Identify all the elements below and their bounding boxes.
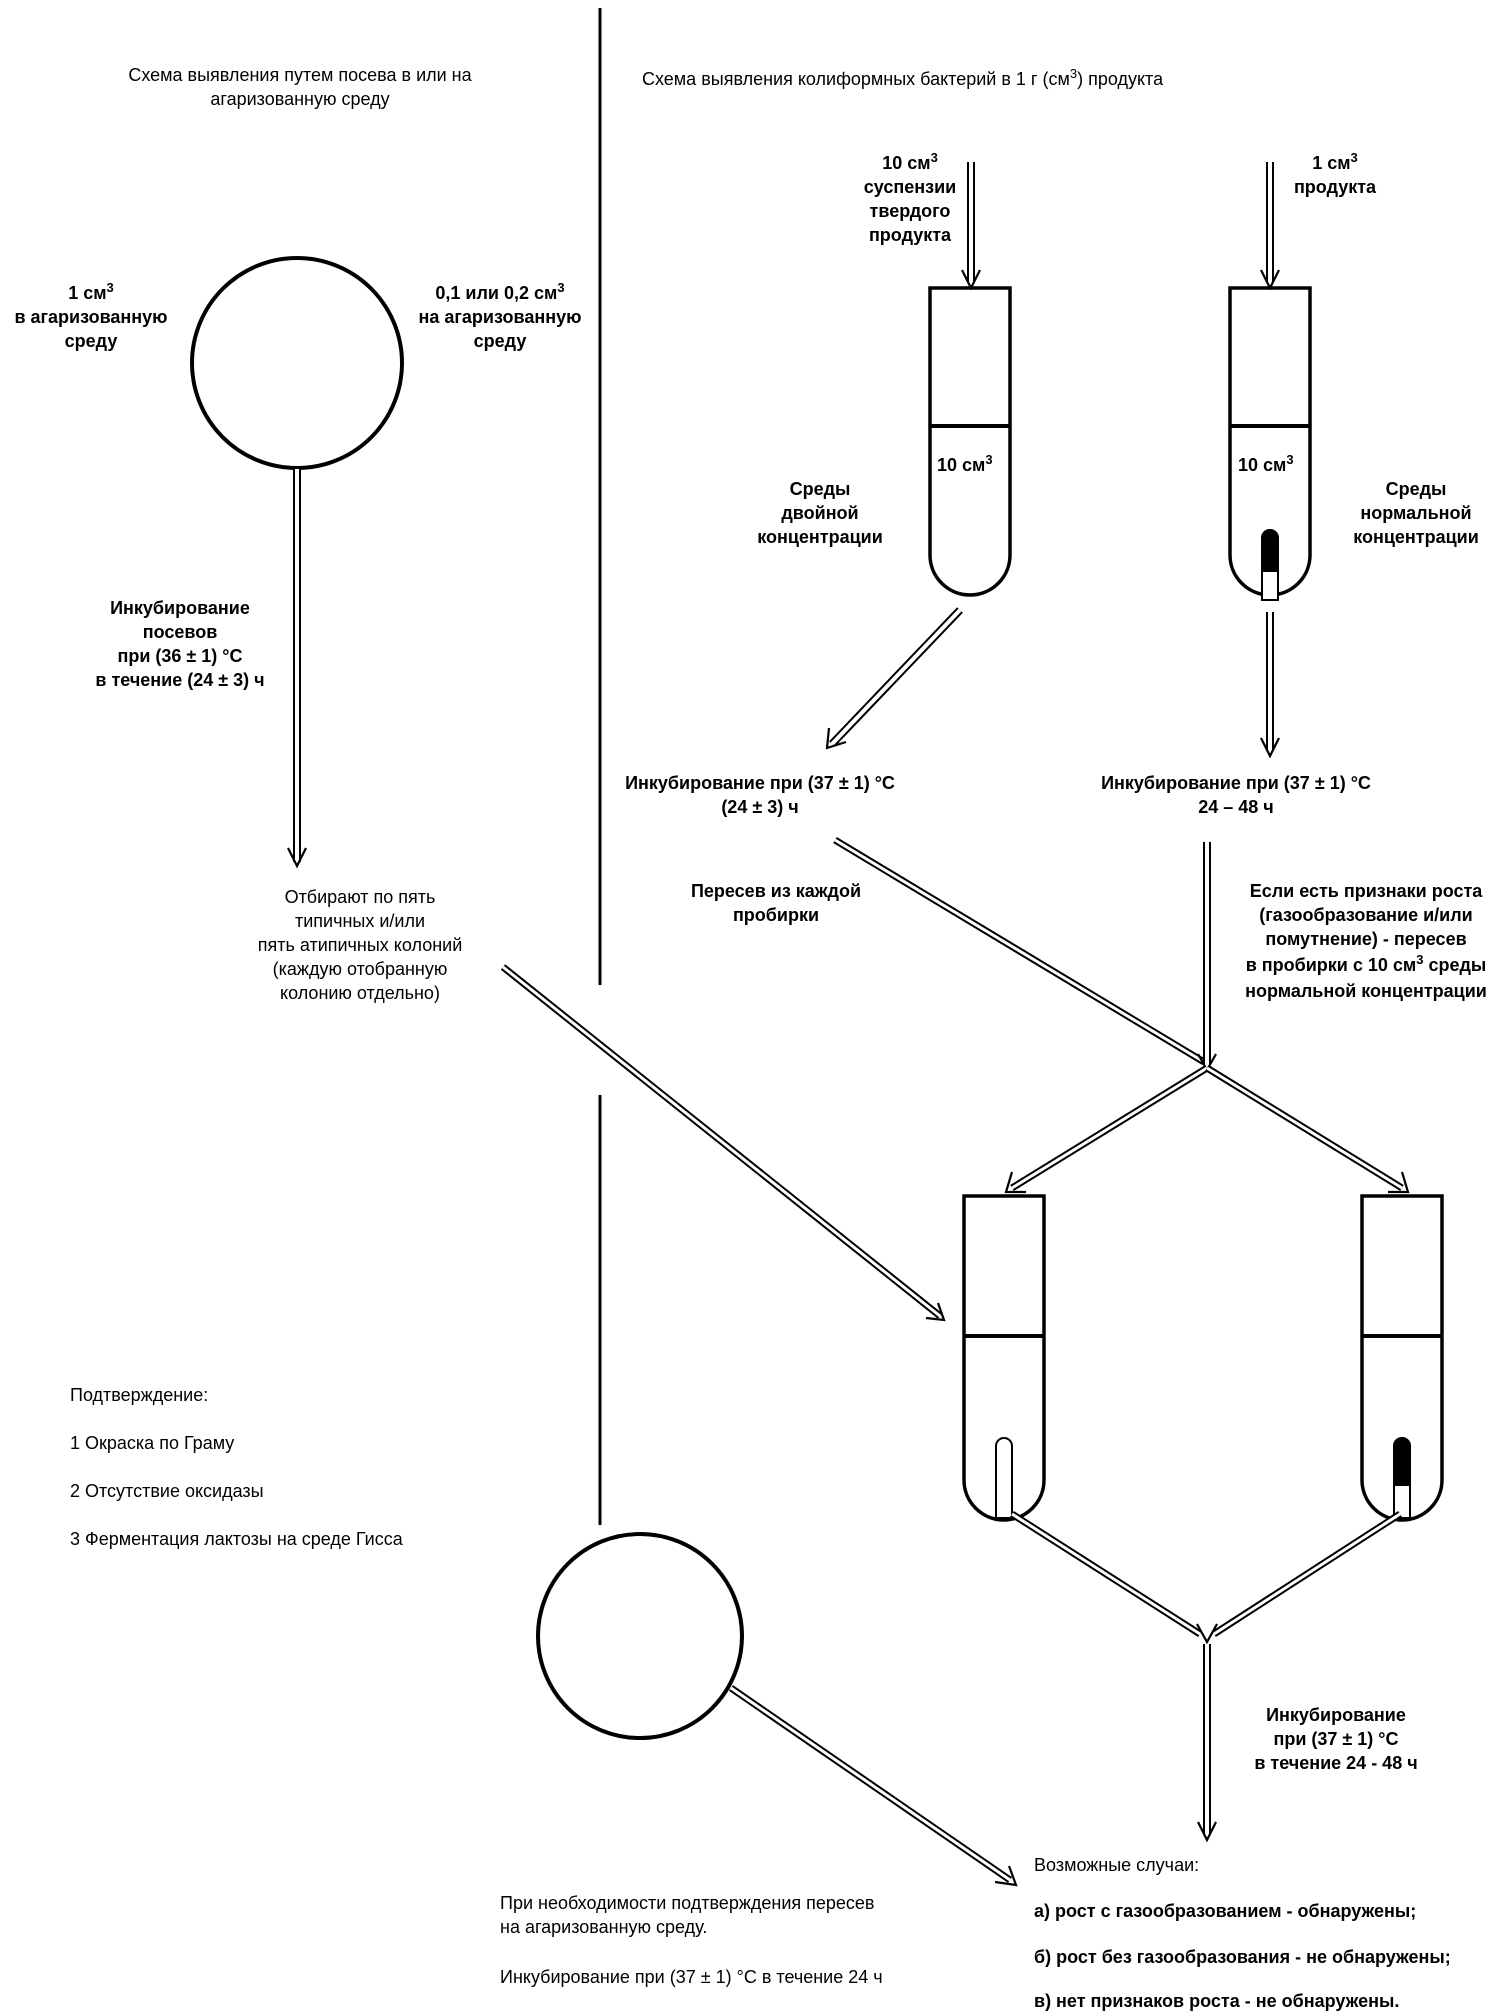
volume-1ml-line3: среду xyxy=(64,331,118,351)
outcome-b: б) рост без газообразования - не обнаруж… xyxy=(1034,1947,1451,1967)
normal-concentration-line2: нормальной xyxy=(1360,503,1472,523)
tube-lower-left xyxy=(962,1194,1046,1522)
incubation-left-line3: при (36 ± 1) °С xyxy=(117,646,243,666)
incubation-normal-line1: Инкубирование при (37 ± 1) °С xyxy=(1101,773,1371,793)
confirmation-item-2: 2 Отсутствие оксидазы xyxy=(70,1481,264,1501)
durham-tube-empty xyxy=(995,1437,1013,1519)
growth-line3: помутнение) - пересев xyxy=(1265,929,1467,949)
incubation-left-line1: Инкубирование xyxy=(110,598,250,618)
incubation-left-line4: в течение (24 ± 3) ч xyxy=(95,670,265,690)
normal-concentration-line3: концентрации xyxy=(1353,527,1479,547)
growth-line2: (газообразование и/или xyxy=(1259,905,1473,925)
suspension-label-line1: 10 см3 xyxy=(882,150,938,173)
tube-b-volume: 10 см3 xyxy=(1238,452,1294,475)
final-incubation-line1: Инкубирование xyxy=(1266,1705,1406,1725)
confirmation-title: Подтверждение: xyxy=(70,1385,209,1405)
reseed-line2: пробирки xyxy=(732,905,820,925)
petri-dish-left xyxy=(190,256,404,470)
right-title: Схема выявления колиформных бактерий в 1… xyxy=(642,66,1164,89)
double-concentration-line3: концентрации xyxy=(757,527,883,547)
double-concentration-line1: Среды xyxy=(789,479,851,499)
final-incubation-line3: в течение 24 - 48 ч xyxy=(1254,1753,1418,1773)
incubation-double-line1: Инкубирование при (37 ± 1) °С xyxy=(625,773,895,793)
volume-01ml-label: 0,1 или 0,2 см3 xyxy=(435,280,565,303)
growth-line1: Если есть признаки роста xyxy=(1249,881,1483,901)
selection-line3: пять атипичных колоний xyxy=(257,935,463,955)
volume-01ml-line3: среду xyxy=(473,331,527,351)
incubation-left-line2: посевов xyxy=(142,622,218,642)
tube-double-concentration xyxy=(928,286,1012,597)
confirmation-item-3: 3 Ферментация лактозы на среде Гисса xyxy=(70,1529,403,1549)
incubation-normal-line2: 24 – 48 ч xyxy=(1198,797,1274,817)
incubation-double-line2: (24 ± 3) ч xyxy=(721,797,799,817)
outcomes-title: Возможные случаи: xyxy=(1034,1855,1200,1875)
normal-concentration-line1: Среды xyxy=(1385,479,1447,499)
selection-line2: типичных и/или xyxy=(294,911,426,931)
tube-lower-right xyxy=(1360,1194,1444,1522)
left-title-line2: агаризованную среду xyxy=(210,89,390,109)
suspension-label-line2: суспензии xyxy=(863,177,957,197)
product-label-line2: продукта xyxy=(1293,177,1377,197)
selection-line5: колонию отдельно) xyxy=(280,983,440,1003)
final-incubation-line2: при (37 ± 1) °С xyxy=(1273,1729,1399,1749)
footer-note-line3: Инкубирование при (37 ± 1) °С в течение … xyxy=(500,1967,883,1987)
reseed-line1: Пересев из каждой xyxy=(690,881,862,901)
footer-note-line1: При необходимости подтверждения пересев xyxy=(500,1893,875,1913)
confirmation-item-1: 1 Окраска по Граму xyxy=(70,1433,235,1453)
petri-dish-confirmation xyxy=(536,1532,744,1740)
growth-line4: в пробирки с 10 см3 среды xyxy=(1245,952,1487,975)
footer-note-line2: на агаризованную среду. xyxy=(500,1917,708,1937)
double-concentration-line2: двойной xyxy=(781,503,859,523)
outcome-c: в) нет признаков роста - не обнаружены. xyxy=(1034,1991,1400,2011)
product-label-line1: 1 см3 xyxy=(1312,150,1358,173)
volume-1ml-label: 1 см3 xyxy=(68,280,114,303)
volume-1ml-line2: в агаризованную xyxy=(14,307,168,327)
tube-a-volume: 10 см3 xyxy=(937,452,993,475)
suspension-label-line3: твердого xyxy=(869,201,951,221)
growth-line5: нормальной концентрации xyxy=(1245,981,1487,1001)
selection-line4: (каждую отобранную xyxy=(272,959,448,979)
left-title-line1: Схема выявления путем посева в или на xyxy=(128,65,472,85)
volume-01ml-line2: на агаризованную xyxy=(418,307,582,327)
outcome-a: а) рост с газообразованием - обнаружены; xyxy=(1034,1901,1417,1921)
durham-tube-gas-lower xyxy=(1393,1437,1411,1519)
suspension-label-line4: продукта xyxy=(868,225,952,245)
selection-line1: Отбирают по пять xyxy=(284,887,436,907)
